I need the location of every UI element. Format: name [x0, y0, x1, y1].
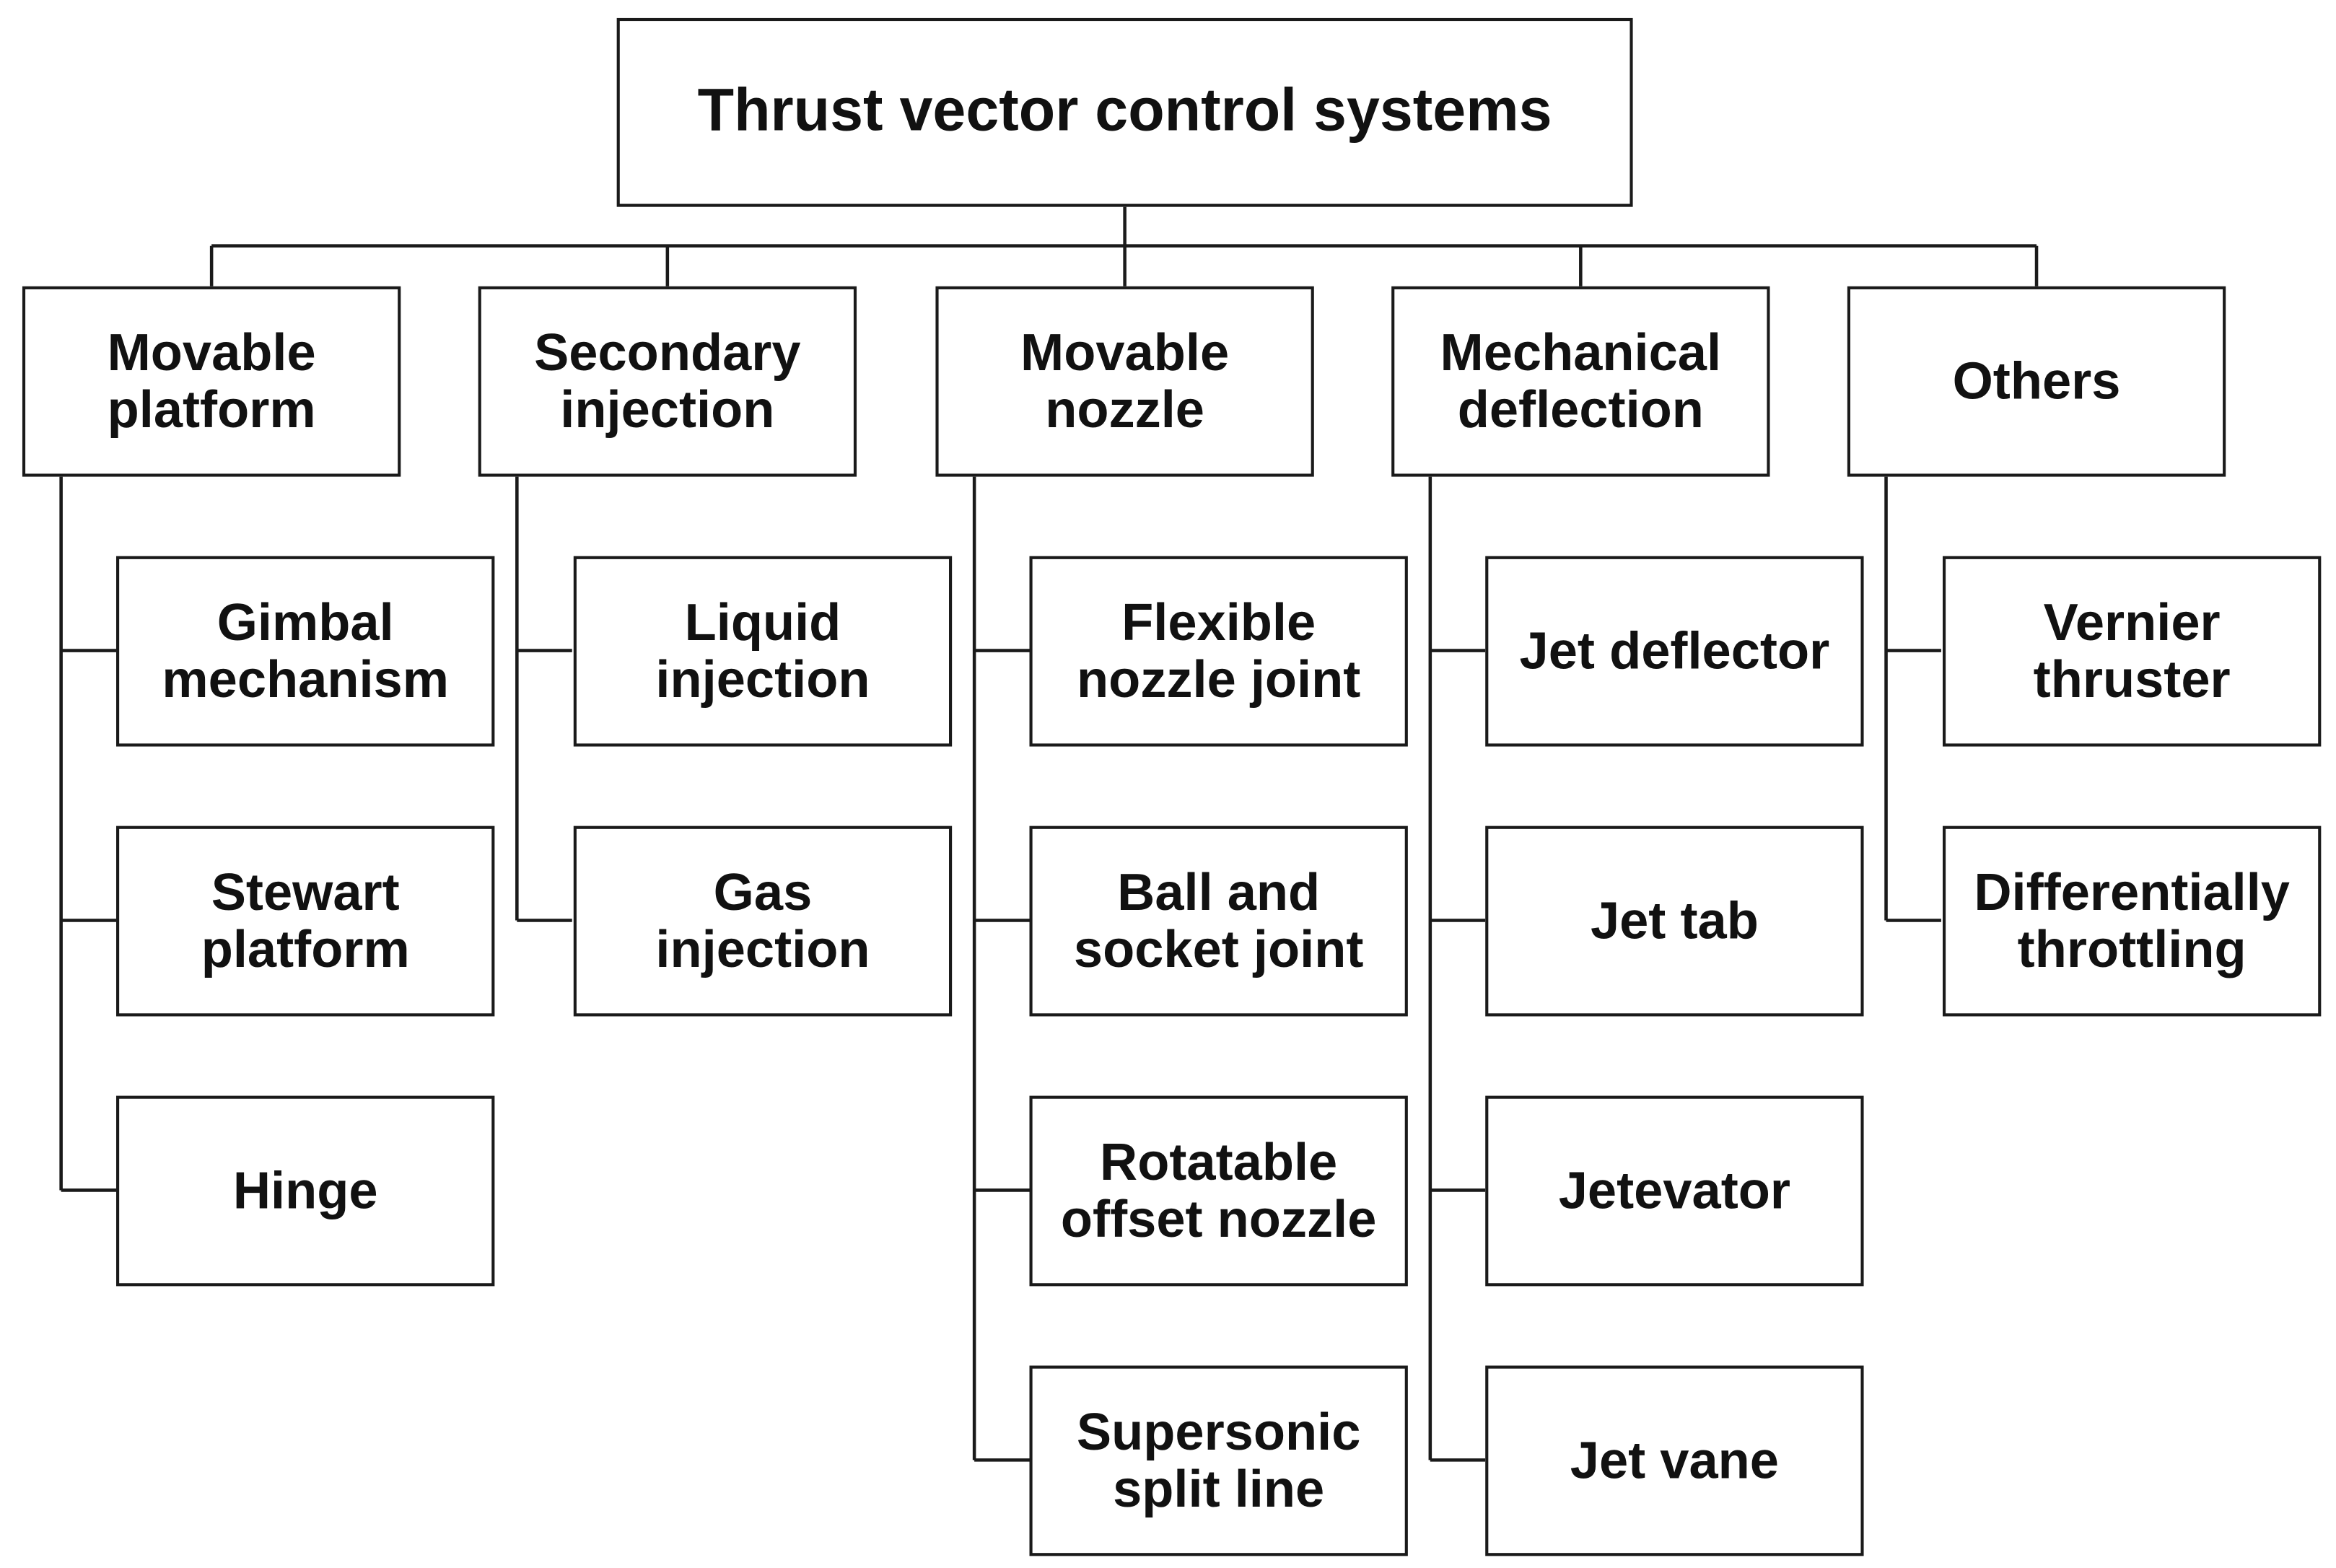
leaf-jet-vane: Jet vane — [1485, 1365, 1864, 1556]
leaf-gas-injection: Gas injection — [573, 825, 953, 1017]
leaf-jet-tab: Jet tab — [1485, 825, 1864, 1017]
leaf-label: Supersonic split line — [1076, 1402, 1361, 1518]
leaf-jetevator: Jetevator — [1485, 1095, 1864, 1287]
leaf-label: Liquid injection — [655, 593, 870, 709]
leaf-ball-and-socket-joint: Ball and socket joint — [1029, 825, 1408, 1017]
category-label: Movable nozzle — [1020, 323, 1230, 439]
leaf-label: Jetevator — [1558, 1161, 1791, 1220]
leaf-differentially-throttling: Differentially throttling — [1942, 825, 2322, 1017]
leaf-label: Hinge — [232, 1161, 378, 1220]
leaf-liquid-injection: Liquid injection — [573, 556, 953, 747]
category-movable-nozzle: Movable nozzle — [935, 286, 1314, 477]
leaf-label: Gas injection — [655, 862, 870, 978]
category-mechanical-deflection: Mechanical deflection — [1391, 286, 1770, 477]
leaf-label: Jet deflector — [1519, 621, 1830, 680]
category-label: Movable platform — [107, 323, 316, 439]
leaf-supersonic-split-line: Supersonic split line — [1029, 1365, 1408, 1556]
category-secondary-injection: Secondary injection — [478, 286, 857, 477]
root-label: Thrust vector control systems — [697, 78, 1552, 145]
root-node: Thrust vector control systems — [616, 17, 1633, 207]
leaf-gimbal-mechanism: Gimbal mechanism — [116, 556, 495, 747]
leaf-label: Rotatable offset nozzle — [1060, 1132, 1377, 1248]
leaf-label: Differentially throttling — [1974, 862, 2290, 978]
leaf-label: Jet vane — [1570, 1431, 1779, 1490]
category-movable-platform: Movable platform — [22, 286, 401, 477]
category-label: Secondary injection — [534, 323, 801, 439]
leaf-stewart-platform: Stewart platform — [116, 825, 495, 1017]
leaf-jet-deflector: Jet deflector — [1485, 556, 1864, 747]
leaf-vernier-thruster: Vernier thruster — [1942, 556, 2322, 747]
leaf-label: Ball and socket joint — [1073, 862, 1364, 978]
leaf-rotatable-offset-nozzle: Rotatable offset nozzle — [1029, 1095, 1408, 1287]
leaf-label: Stewart platform — [201, 862, 410, 978]
leaf-hinge: Hinge — [116, 1095, 495, 1287]
leaf-label: Flexible nozzle joint — [1076, 593, 1361, 709]
leaf-flexible-nozzle-joint: Flexible nozzle joint — [1029, 556, 1408, 747]
leaf-label: Vernier thruster — [2033, 593, 2231, 709]
category-others: Others — [1847, 286, 2226, 477]
category-label: Others — [1952, 351, 2121, 411]
leaf-label: Jet tab — [1590, 891, 1759, 950]
category-label: Mechanical deflection — [1440, 323, 1722, 439]
leaf-label: Gimbal mechanism — [162, 593, 449, 709]
